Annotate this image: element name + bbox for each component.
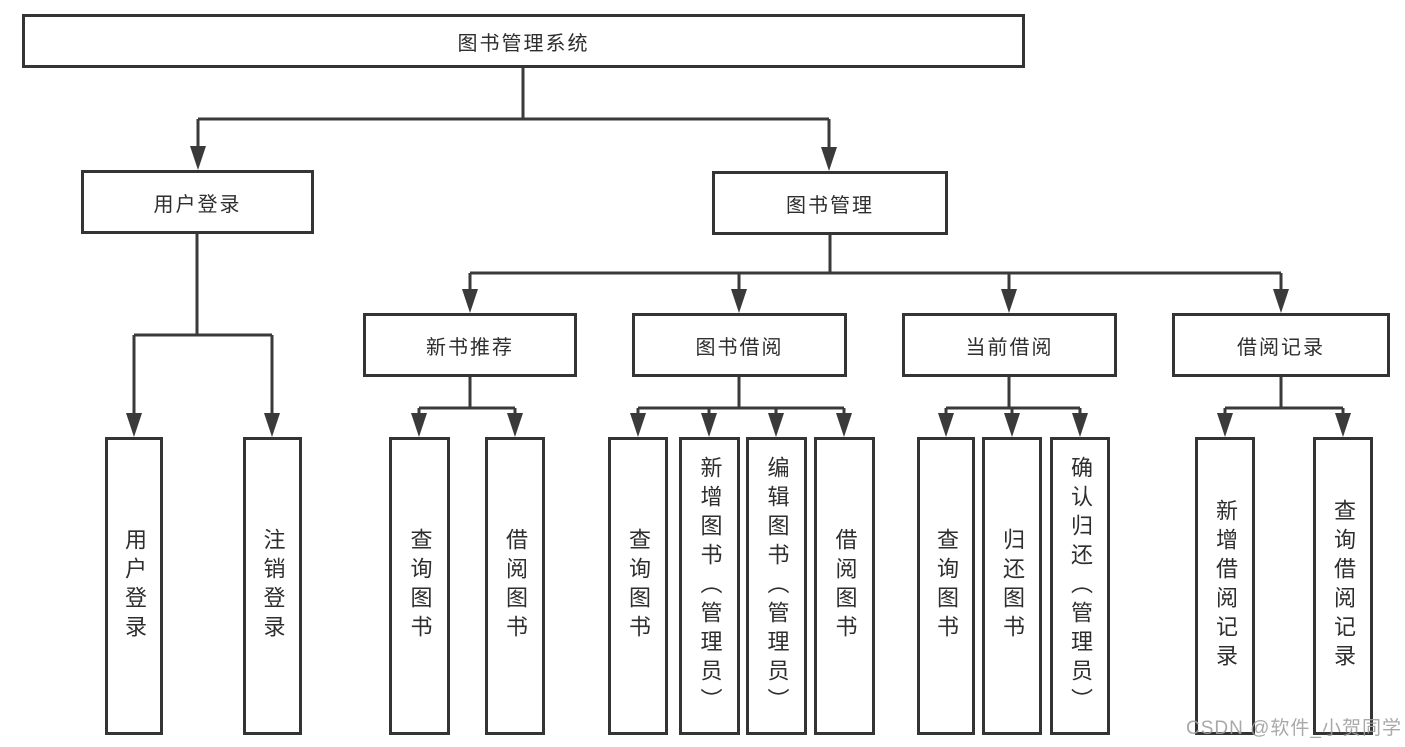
leaf-confirm-return-admin: 确认归还（管理员） bbox=[1050, 437, 1110, 735]
node-book-borrow: 图书借阅 bbox=[632, 313, 847, 377]
leaf-add-borrow-record: 新增借阅记录 bbox=[1195, 437, 1255, 735]
node-book-management: 图书管理 bbox=[712, 171, 948, 235]
arrowheads bbox=[126, 146, 1351, 437]
leaf-recommend-borrow-book: 借阅图书 bbox=[485, 437, 545, 735]
leaf-current-query-book: 查询图书 bbox=[917, 437, 975, 735]
leaf-borrow-book: 借阅图书 bbox=[814, 437, 875, 735]
leaf-recommend-query-book: 查询图书 bbox=[389, 437, 450, 735]
node-borrow-records: 借阅记录 bbox=[1172, 313, 1390, 377]
leaf-borrow-query-book: 查询图书 bbox=[608, 437, 668, 735]
node-current-borrow: 当前借阅 bbox=[902, 313, 1117, 377]
leaf-edit-book-admin: 编辑图书（管理员） bbox=[746, 437, 807, 735]
leaf-query-borrow-record: 查询借阅记录 bbox=[1313, 437, 1373, 735]
leaf-return-book: 归还图书 bbox=[982, 437, 1042, 735]
leaf-user-login: 用户登录 bbox=[105, 437, 163, 735]
leaf-logout: 注销登录 bbox=[243, 437, 302, 735]
node-root: 图书管理系统 bbox=[22, 14, 1025, 68]
leaf-add-book-admin: 新增图书（管理员） bbox=[679, 437, 740, 735]
node-user-login: 用户登录 bbox=[81, 170, 314, 234]
node-new-book-recommend: 新书推荐 bbox=[363, 313, 577, 377]
watermark: CSDN @软件_小贺同学 bbox=[1186, 718, 1402, 739]
